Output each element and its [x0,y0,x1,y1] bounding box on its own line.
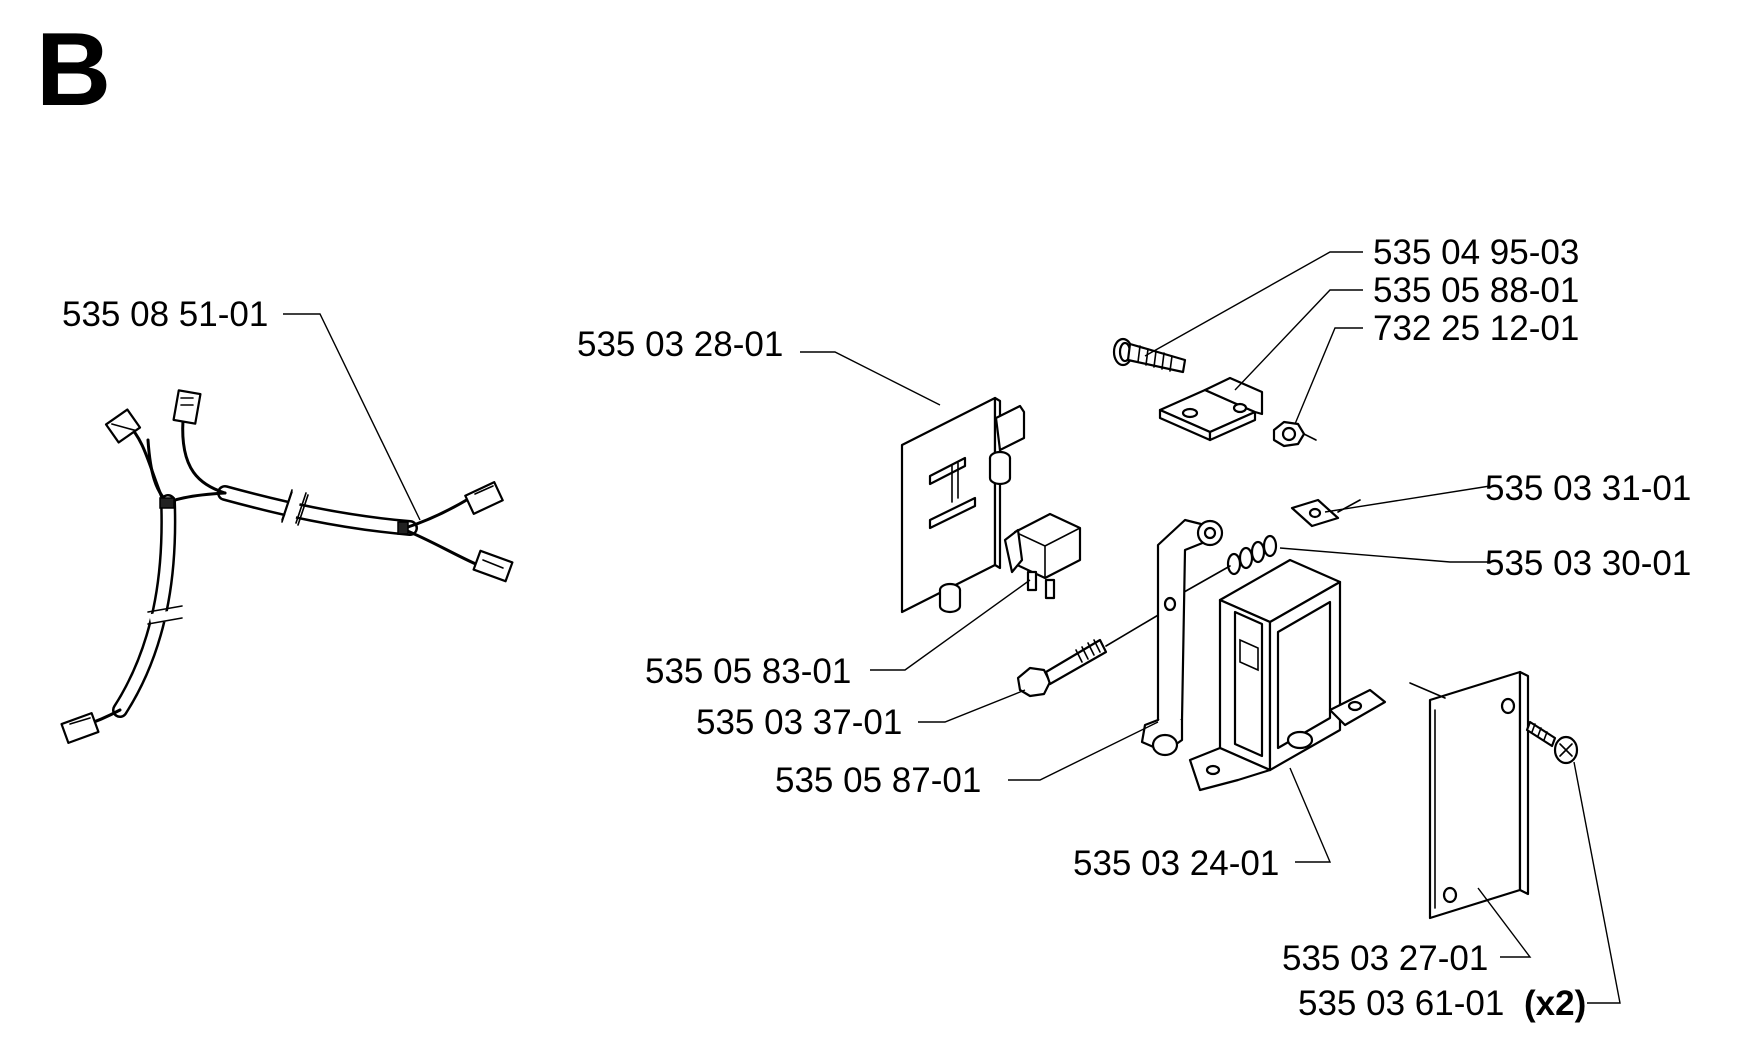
washer-plate [1290,498,1361,528]
bolt [1016,613,1161,698]
cover-plate [1409,670,1530,920]
terminal-icon [60,712,100,744]
part-number: 535 03 37-01 [696,703,902,742]
part-number: 535 03 27-01 [1282,939,1488,978]
terminal-icon [472,549,514,583]
part-number: 535 04 95-03 [1373,233,1579,272]
part-number: 535 03 30-01 [1485,544,1691,583]
part-number: 535 05 87-01 [775,761,981,800]
part-number: 535 08 51-01 [62,295,268,334]
part-number-text: 535 03 61-01 [1298,984,1504,1023]
arm-lever [1140,518,1224,757]
cover-screw [1525,720,1579,765]
part-quantity: (x2) [1524,984,1586,1023]
mounting-plate [900,396,1026,614]
microswitch [1003,512,1082,600]
part-number: 535 05 83-01 [645,652,851,691]
terminal-icon [172,389,202,425]
bracket [1158,376,1264,442]
terminal-icon [104,408,142,444]
part-number: 535 03 28-01 [577,325,783,364]
leader-lines [283,251,1621,1004]
housing [1188,558,1387,792]
part-number: 732 25 12-01 [1373,309,1579,348]
screw [1112,337,1187,374]
terminal-icon [464,481,504,515]
wire-harness [60,389,514,744]
part-number: 535 03 61-01 (x2) [1298,984,1586,1023]
part-number: 535 03 31-01 [1485,469,1691,508]
part-labels: 535 08 51-01 535 03 28-01 535 04 95-03 5… [62,233,1691,1023]
section-letter: B [36,12,112,128]
nut [1272,420,1317,448]
part-number: 535 05 88-01 [1373,271,1579,310]
part-number: 535 03 24-01 [1073,844,1279,883]
spring [1169,534,1278,601]
